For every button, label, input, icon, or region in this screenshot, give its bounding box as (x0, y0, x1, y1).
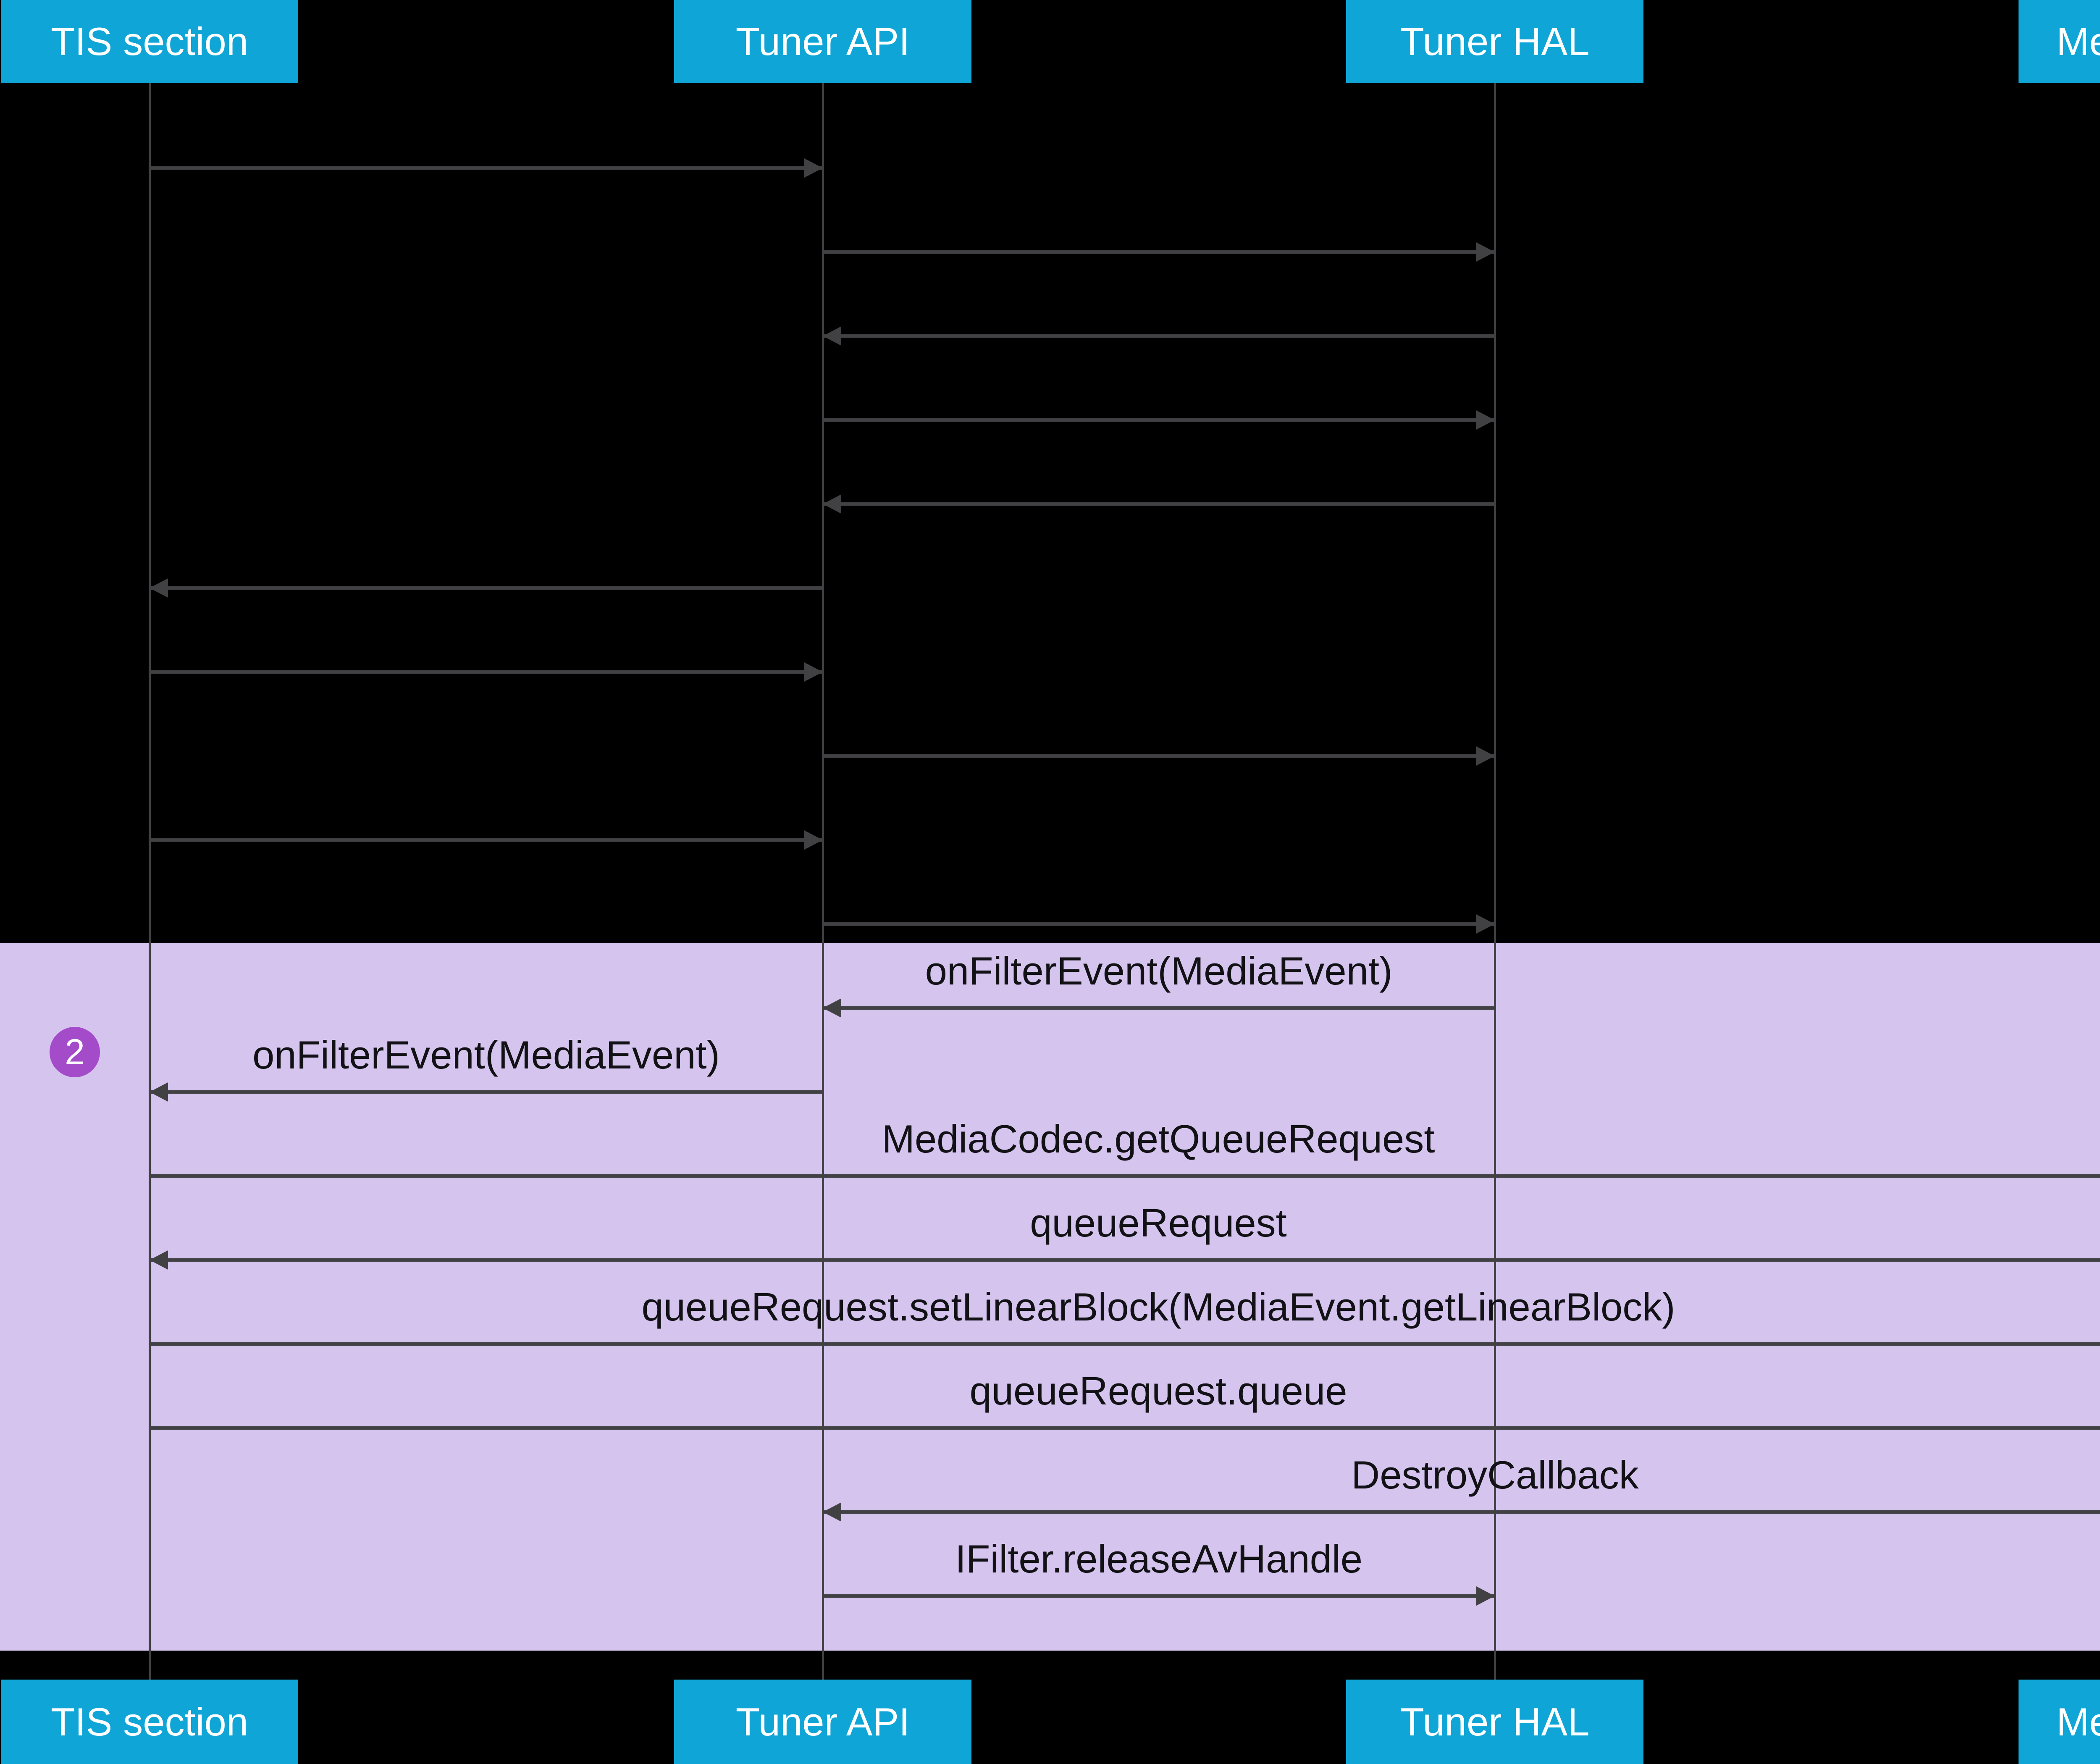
message-arrowhead (1476, 1586, 1495, 1606)
message-arrow-line (150, 1342, 2100, 1346)
lifeline-tis (149, 83, 151, 1680)
message-arrowhead (1476, 242, 1495, 262)
message-arrow-line (823, 1594, 1495, 1598)
message-arrow-line (150, 1258, 2100, 1262)
message-arrowhead (823, 1502, 841, 1522)
message-label: queueRequest (1030, 1201, 1287, 1245)
actor-header-bottom-api: Tuner API (674, 1680, 971, 1764)
message-arrow-line (150, 1090, 823, 1094)
message-label: IFilter.releaseAvHandle (955, 1537, 1363, 1581)
message-arrow-line (150, 838, 823, 842)
lifeline-hal (1494, 83, 1496, 1680)
message-label: queueRequest.queue (969, 1369, 1347, 1413)
message-arrow-line (823, 1510, 2100, 1514)
message-arrow-line (823, 922, 1495, 926)
step-badge-number: 2 (65, 1032, 85, 1072)
message-arrow-line (823, 502, 1495, 506)
actor-header-bottom-mc: MediaCodec (2019, 1680, 2100, 1764)
message-arrow-line (150, 1174, 2100, 1178)
message-arrow-line (150, 586, 823, 590)
message-arrowhead (1476, 914, 1495, 934)
message-arrow-line (823, 250, 1495, 254)
actor-header-bottom-hal: Tuner HAL (1346, 1680, 1643, 1764)
message-arrow-line (150, 166, 823, 170)
message-arrowhead (150, 1250, 168, 1270)
message-arrowhead (150, 1082, 168, 1102)
message-arrow-line (823, 418, 1495, 422)
highlight-band (0, 943, 2100, 1651)
actor-header-bottom-tis: TIS section (1, 1680, 298, 1764)
message-arrowhead (823, 494, 841, 514)
message-label: queueRequest.setLinearBlock(MediaEvent.g… (641, 1285, 1675, 1329)
message-arrowhead (1476, 410, 1495, 430)
actor-header-top-tis: TIS section (1, 0, 298, 83)
message-arrow-line (150, 1426, 2100, 1430)
message-label: MediaCodec.getQueueRequest (882, 1117, 1435, 1161)
message-arrowhead (1476, 746, 1495, 766)
message-label: onFilterEvent(MediaEvent) (252, 1033, 720, 1077)
actor-header-top-hal: Tuner HAL (1346, 0, 1643, 83)
message-arrowhead (804, 158, 823, 178)
message-arrow-line (823, 1006, 1495, 1010)
message-arrowhead (823, 326, 841, 346)
actor-header-top-api: Tuner API (674, 0, 971, 83)
step-badge: 2 (50, 1027, 100, 1077)
message-arrowhead (804, 830, 823, 850)
message-label: onFilterEvent(MediaEvent) (925, 949, 1393, 993)
message-label: DestroyCallback (1351, 1453, 1639, 1497)
message-arrowhead (804, 662, 823, 682)
message-arrow-line (823, 754, 1495, 758)
message-arrow-line (823, 334, 1495, 338)
message-arrowhead (150, 578, 168, 598)
message-arrow-line (150, 670, 823, 674)
message-arrowhead (823, 998, 841, 1018)
lifeline-api (822, 83, 824, 1680)
actor-header-top-mc: MediaCodec (2019, 0, 2100, 83)
